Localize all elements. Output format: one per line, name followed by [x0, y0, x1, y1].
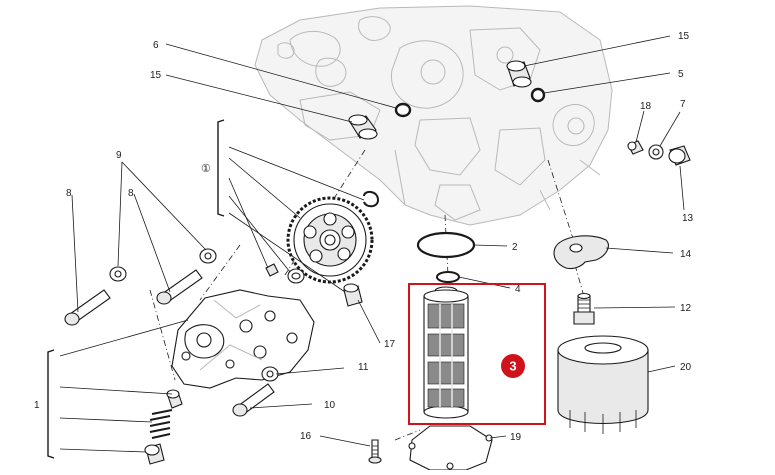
part-15-bushing-right — [506, 60, 532, 88]
part-9-washer-right — [199, 248, 217, 264]
part-10-bolt — [232, 383, 275, 417]
callout-labels: 6 15 15 5 18 7 13 14 2 4 12 20 9 8 8 ① 1… — [34, 31, 694, 443]
callout-14: 14 — [680, 249, 692, 260]
oil-pump-gear — [286, 196, 374, 284]
part-18-pin — [627, 140, 644, 155]
part-14-clip — [553, 235, 609, 270]
callout-1: 1 — [34, 400, 40, 411]
callout-19: 19 — [510, 432, 522, 443]
part-15-bushing-left — [348, 114, 378, 140]
spacer-washer — [287, 268, 305, 284]
highlight-badge[interactable] — [501, 354, 525, 378]
callout-6: 6 — [153, 40, 159, 51]
oil-pump-body — [171, 289, 315, 389]
callout-2: 2 — [512, 242, 518, 253]
callout-20: 20 — [680, 362, 692, 373]
part-5-o-ring — [530, 87, 546, 103]
part-8-bolt-mid — [156, 269, 203, 305]
highlight-badge-label: 3 — [509, 359, 516, 374]
part-2-large-o-ring — [416, 231, 476, 259]
crankcase-housing — [254, 5, 613, 226]
callout-16: 16 — [300, 431, 312, 442]
part-7-washer — [648, 144, 664, 160]
group-brace-1 — [47, 349, 55, 459]
part-11-washer — [261, 366, 279, 382]
circlip — [363, 190, 380, 208]
part-6-o-ring — [394, 102, 412, 118]
drive-key — [265, 263, 279, 277]
part-9-washer-left — [109, 266, 127, 282]
highlight-box: 3 — [408, 283, 546, 425]
group-brace-circled-1 — [217, 119, 225, 217]
part-19-cover-plate — [408, 425, 493, 471]
relief-valve-plunger — [166, 389, 183, 409]
relief-valve-plug — [144, 443, 165, 465]
callout-5: 5 — [678, 69, 684, 80]
part-13-plug — [668, 145, 691, 166]
callout-4: 4 — [515, 284, 521, 295]
callout-7: 7 — [680, 99, 686, 110]
callout-17: 17 — [384, 339, 396, 350]
part-8-bolt-left — [64, 289, 111, 326]
callout-13: 13 — [682, 213, 694, 224]
callout-9: 9 — [116, 150, 122, 161]
callout-8-mid: 8 — [128, 188, 134, 199]
callout-11: 11 — [358, 362, 369, 373]
callout-15-right: 15 — [678, 31, 690, 42]
callout-8-left: 8 — [66, 188, 72, 199]
part-16-bolt — [368, 439, 382, 464]
callout-12: 12 — [680, 303, 692, 314]
part-4-o-ring — [436, 271, 460, 283]
callout-18: 18 — [640, 101, 652, 112]
callout-10: 10 — [324, 400, 336, 411]
leader-lines — [59, 35, 685, 453]
part-17-sleeve — [343, 283, 363, 307]
relief-valve-spring — [149, 409, 173, 439]
part-3-strainer-filter — [423, 286, 469, 419]
callout-15-left: 15 — [150, 70, 162, 81]
part-20-oil-filter-cartridge — [557, 335, 649, 434]
part-12-threaded-nipple — [573, 292, 595, 325]
callout-circled-1: ① — [201, 163, 211, 175]
